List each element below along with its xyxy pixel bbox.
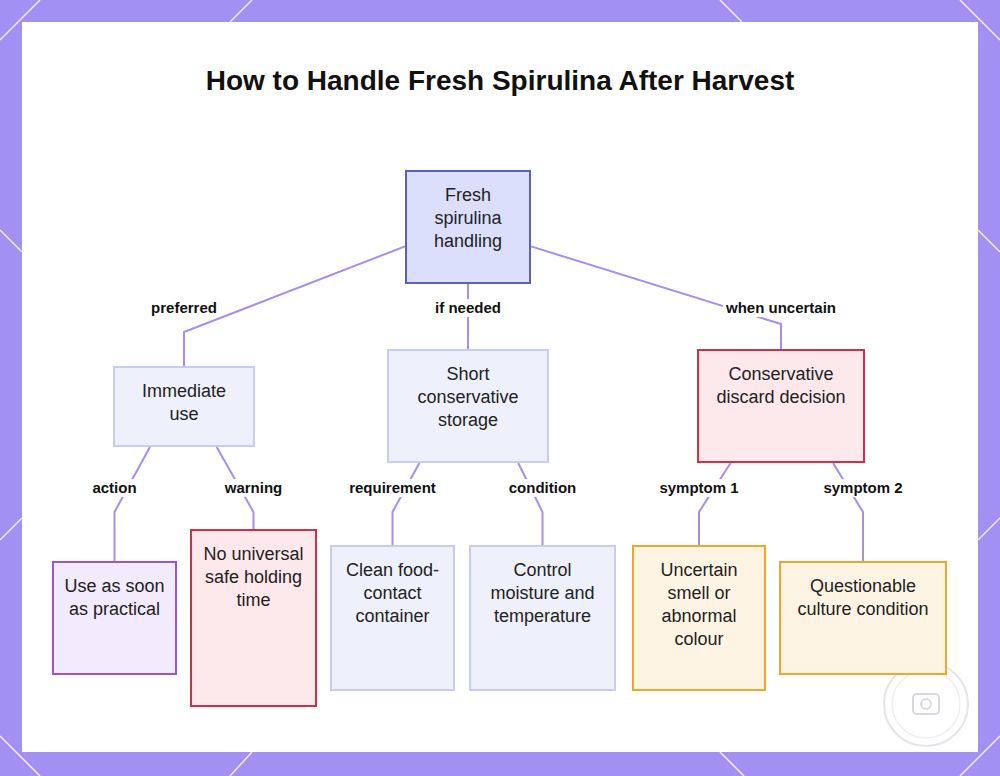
- edge-label: symptom 2: [820, 479, 905, 497]
- branch-box: Conservative discard decision: [697, 349, 865, 463]
- edge-label: when uncertain: [723, 299, 839, 317]
- node-text: Conservative discard decision: [709, 363, 853, 409]
- node-text: Immediate use: [125, 380, 243, 426]
- leaf-box: Control moisture and temperature: [469, 545, 616, 691]
- root-box: Fresh spirulina handling: [405, 170, 531, 284]
- connector-line: [833, 463, 863, 561]
- corner-line: [960, 736, 1000, 776]
- symptom-box: Questionable culture condition: [779, 561, 947, 675]
- corner-line: [978, 518, 1000, 540]
- edge-label: requirement: [346, 479, 439, 497]
- leaf-box: Use as soon as practical: [52, 561, 177, 675]
- corner-line: [978, 230, 1000, 252]
- corner-line: [0, 230, 22, 252]
- node-text: Short conservative storage: [399, 363, 537, 432]
- edge-label: preferred: [148, 299, 220, 317]
- corner-line: [0, 518, 22, 540]
- edge-label: action: [89, 479, 139, 497]
- connector-line: [518, 463, 542, 545]
- node-text: Fresh spirulina handling: [417, 184, 519, 253]
- edge-label: warning: [222, 479, 286, 497]
- diagram-title: How to Handle Fresh Spirulina After Harv…: [200, 62, 800, 100]
- edge-label: if needed: [432, 299, 504, 317]
- branch-box: Short conservative storage: [387, 349, 549, 463]
- warning-box: No universal safe holding time: [190, 529, 317, 707]
- corner-line: [960, 0, 1000, 40]
- connector-line: [531, 246, 781, 349]
- corner-line: [230, 0, 252, 22]
- node-text: No universal safe holding time: [202, 543, 305, 612]
- connector-line: [699, 463, 731, 545]
- node-text: Questionable culture condition: [791, 575, 935, 621]
- node-text: Uncertain smell or abnormal colour: [644, 559, 754, 651]
- corner-line: [720, 752, 744, 776]
- corner-line: [720, 0, 742, 22]
- edge-label: symptom 1: [656, 479, 741, 497]
- node-text: Use as soon as practical: [64, 575, 165, 621]
- edge-label: condition: [506, 479, 580, 497]
- node-text: Control moisture and temperature: [481, 559, 604, 628]
- node-text: Clean food-contact container: [342, 559, 443, 628]
- symptom-box: Uncertain smell or abnormal colour: [632, 545, 766, 691]
- leaf-box: Clean food-contact container: [330, 545, 455, 691]
- corner-line: [0, 0, 40, 40]
- corner-line: [230, 752, 252, 776]
- connector-line: [393, 463, 420, 545]
- branch-box: Immediate use: [113, 366, 255, 447]
- corner-line: [0, 736, 40, 776]
- connector-line: [115, 447, 150, 561]
